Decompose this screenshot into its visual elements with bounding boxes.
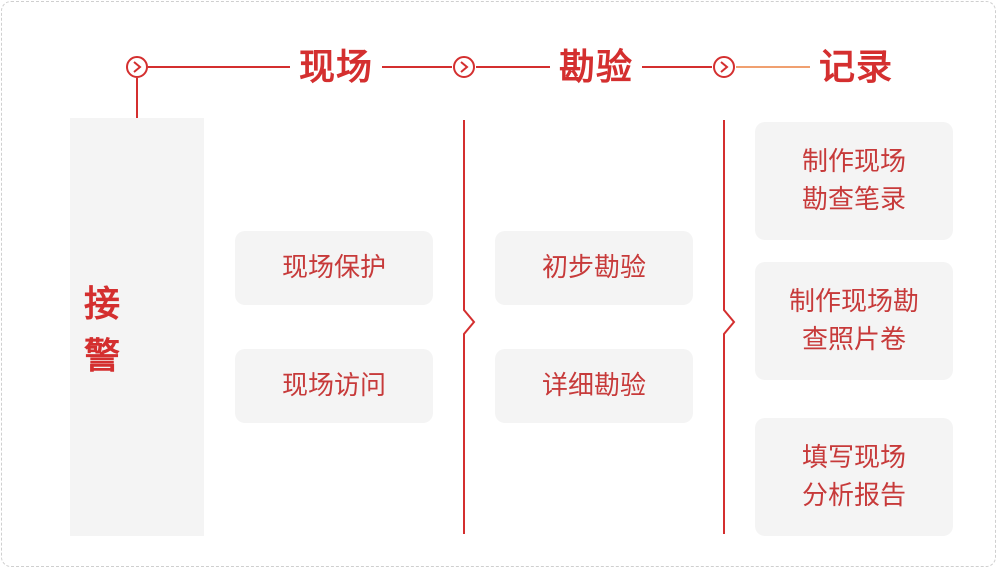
step-box-initial-survey: 初步勘验 — [495, 231, 693, 305]
step-box-scene-interview: 现场访问 — [235, 349, 433, 423]
step-label: 现场访问 — [281, 371, 386, 401]
step-label: 详细勘验 — [541, 371, 646, 401]
step-box-photo-roll: 制作现场勘查照片卷 — [755, 262, 953, 380]
arrow-marker-1-icon — [126, 56, 148, 78]
arrow-marker-2-icon — [453, 56, 475, 78]
arrow-marker-3-icon — [713, 56, 735, 78]
stage-title-survey: 勘验 — [550, 38, 642, 98]
step-box-detailed-survey: 详细勘验 — [495, 349, 693, 423]
step-box-analysis-report: 填写现场分析报告 — [755, 418, 953, 536]
start-label: 接 警 — [84, 284, 135, 377]
stage-title-scene: 现场 — [290, 38, 382, 98]
step-label: 填写现场分析报告 — [801, 443, 906, 511]
step-label: 制作现场勘查照片卷 — [788, 287, 919, 355]
step-box-scene-protection: 现场保护 — [235, 231, 433, 305]
start-column: 接 警 — [70, 118, 204, 536]
divider-2 — [723, 120, 736, 534]
step-label: 初步勘验 — [541, 253, 646, 283]
step-label: 现场保护 — [281, 253, 386, 283]
step-label: 制作现场勘查笔录 — [801, 147, 906, 215]
divider-1 — [463, 120, 476, 534]
step-box-survey-notes: 制作现场勘查笔录 — [755, 122, 953, 240]
stage-title-record: 记录 — [810, 38, 902, 98]
